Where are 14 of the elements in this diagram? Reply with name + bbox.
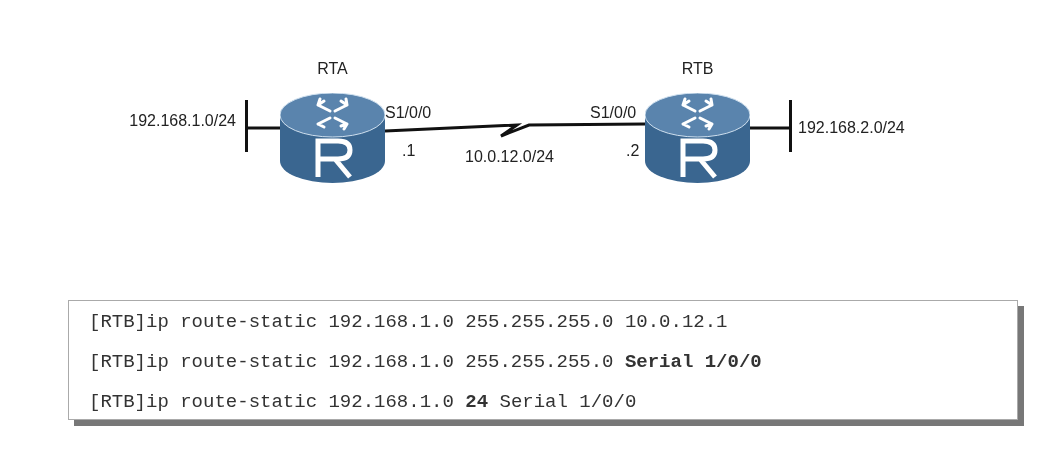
network-address: 192.168.1.0/24	[129, 112, 236, 130]
command-line: [RTB]ip route-static 192.168.1.0 255.255.255.0 10.0.12.1	[89, 311, 728, 333]
link-line	[750, 126, 789, 130]
interface-label: S1/0/0	[385, 104, 432, 122]
interface-label: S1/0/0	[590, 104, 637, 122]
network-address: 192.168.2.0/24	[798, 119, 905, 137]
command-line: [RTB]ip route-static 192.168.1.0 255.255.255.0 Serial 1/0/0	[89, 351, 762, 373]
router-name: RTA	[316, 60, 349, 78]
serial-link	[384, 122, 645, 138]
interface-label: .2	[626, 142, 640, 160]
router-name: RTB	[680, 60, 715, 78]
command-line: [RTB]ip route-static 192.168.1.0 24 Serial 1/0/0	[89, 391, 637, 413]
interface-label: .1	[402, 142, 416, 160]
link-line	[248, 126, 280, 130]
